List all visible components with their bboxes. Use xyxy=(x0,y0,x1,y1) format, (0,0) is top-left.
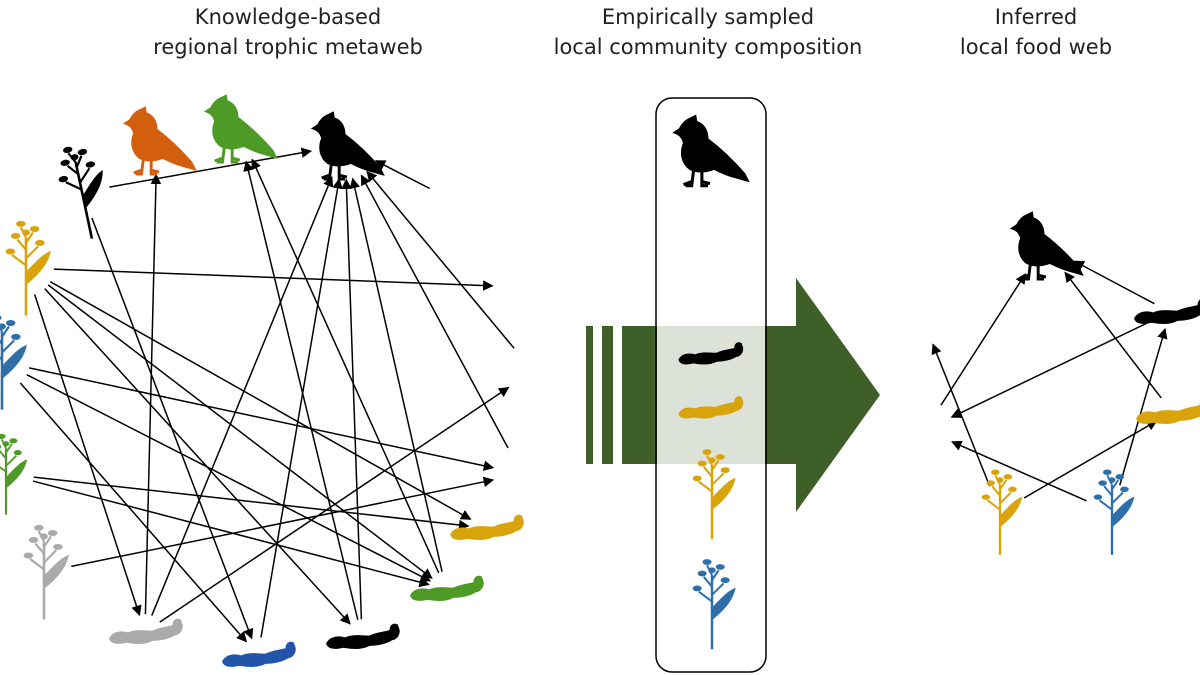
link-cat-green-to-bird-green xyxy=(251,158,440,574)
title-metaweb: Knowledge-based regional trophic metaweb xyxy=(153,2,423,62)
title-inferred-line2: local food web xyxy=(959,35,1113,59)
sampled-panel-highlight xyxy=(657,326,765,464)
i-plant-blue-plant-icon xyxy=(1092,468,1136,557)
link-plant-gray-to-hopper-black xyxy=(71,476,495,568)
cat-blue-caterpillar-icon xyxy=(222,641,296,667)
link-i-cat-yellow-to-i-bird-black xyxy=(1064,271,1162,399)
s-bird-black-bird-icon xyxy=(671,113,751,188)
s-plant-blue-plant-icon xyxy=(691,558,737,651)
title-metaweb-line1: Knowledge-based xyxy=(194,5,382,29)
sampled-panel xyxy=(655,97,767,673)
plant-black-plant-icon xyxy=(51,139,118,245)
title-sampled-line2: local community composition xyxy=(553,35,863,59)
inferred-species xyxy=(980,210,1200,557)
link-cat-blue-to-bird-black xyxy=(260,178,343,638)
title-metaweb-line2: regional trophic metaweb xyxy=(153,35,423,59)
i-bird-black-bird-icon xyxy=(1009,210,1085,281)
link-i-plant-yellow-to-i-cat-yellow xyxy=(1023,420,1158,499)
i-cat-black-caterpillar-icon xyxy=(1134,298,1200,324)
link-i-cat-black-to-i-bird-black xyxy=(1073,260,1155,305)
link-plant-yellow-to-cat-black xyxy=(44,288,351,625)
link-hopper-gray-to-bird-black xyxy=(366,170,515,349)
transition-arrow-stripe-2 xyxy=(602,326,613,464)
link-hopper-black-to-bird-black xyxy=(360,174,509,449)
title-inferred: Inferred local food web xyxy=(960,2,1112,62)
i-plant-yellow-plant-icon xyxy=(980,468,1024,557)
title-sampled: Empirically sampled local community comp… xyxy=(554,2,863,62)
plant-green-plant-icon xyxy=(0,432,28,516)
link-plant-yellow-to-cat-yellow xyxy=(49,281,472,520)
link-cat-black-to-bird-black xyxy=(341,178,363,620)
link-cat-green-to-bird-black xyxy=(349,177,443,572)
title-sampled-line1: Empirically sampled xyxy=(601,5,815,29)
link-plant-green-to-cat-green xyxy=(32,480,430,588)
link-cat-gray-to-bird-black xyxy=(151,175,334,616)
cat-black-caterpillar-icon xyxy=(326,623,400,649)
link-i-cat-black-to-i-hopper-gray xyxy=(950,319,1155,418)
plant-blue-plant-icon xyxy=(0,313,28,412)
inferred-links xyxy=(931,260,1168,502)
cat-yellow-caterpillar-icon xyxy=(450,514,524,540)
link-i-plant-blue-to-i-hopper-gray xyxy=(951,440,1087,502)
title-inferred-line1: Inferred xyxy=(994,5,1078,29)
link-plant-yellow-to-cat-gray xyxy=(33,294,142,617)
link-i-plant-yellow-to-i-hopper-blue xyxy=(931,343,991,487)
link-plant-yellow-to-cat-green xyxy=(47,284,433,579)
bird-green-bird-icon xyxy=(203,93,279,164)
sampled-panel-box xyxy=(655,97,767,673)
link-plant-black-to-bird-black xyxy=(109,147,313,188)
link-hopper-green-to-bird-black xyxy=(374,160,431,190)
cat-green-caterpillar-icon xyxy=(410,575,484,601)
plant-yellow-plant-icon xyxy=(4,219,52,318)
link-i-plant-blue-to-i-cat-black xyxy=(1119,328,1168,486)
link-cat-black-to-bird-green xyxy=(243,160,359,620)
link-plant-blue-to-cat-green xyxy=(26,374,432,582)
link-plant-blue-to-hopper-black xyxy=(29,367,495,471)
link-plant-blue-to-cat-blue xyxy=(19,382,248,643)
metaweb-links xyxy=(19,147,515,643)
transition-arrow-stripe-1 xyxy=(586,326,593,464)
link-i-hopper-gray-to-i-bird-black xyxy=(940,273,1026,406)
cat-gray-caterpillar-icon xyxy=(109,618,183,644)
link-cat-gray-to-hopper-gray xyxy=(159,386,510,623)
plant-gray-plant-icon xyxy=(22,523,70,622)
i-cat-yellow-caterpillar-icon xyxy=(1136,398,1200,424)
bird-black-bird-icon xyxy=(310,110,386,181)
link-plant-yellow-to-hopper-blue xyxy=(53,268,494,291)
bird-orange-bird-icon xyxy=(122,105,198,176)
link-plant-green-to-cat-yellow xyxy=(33,476,470,531)
